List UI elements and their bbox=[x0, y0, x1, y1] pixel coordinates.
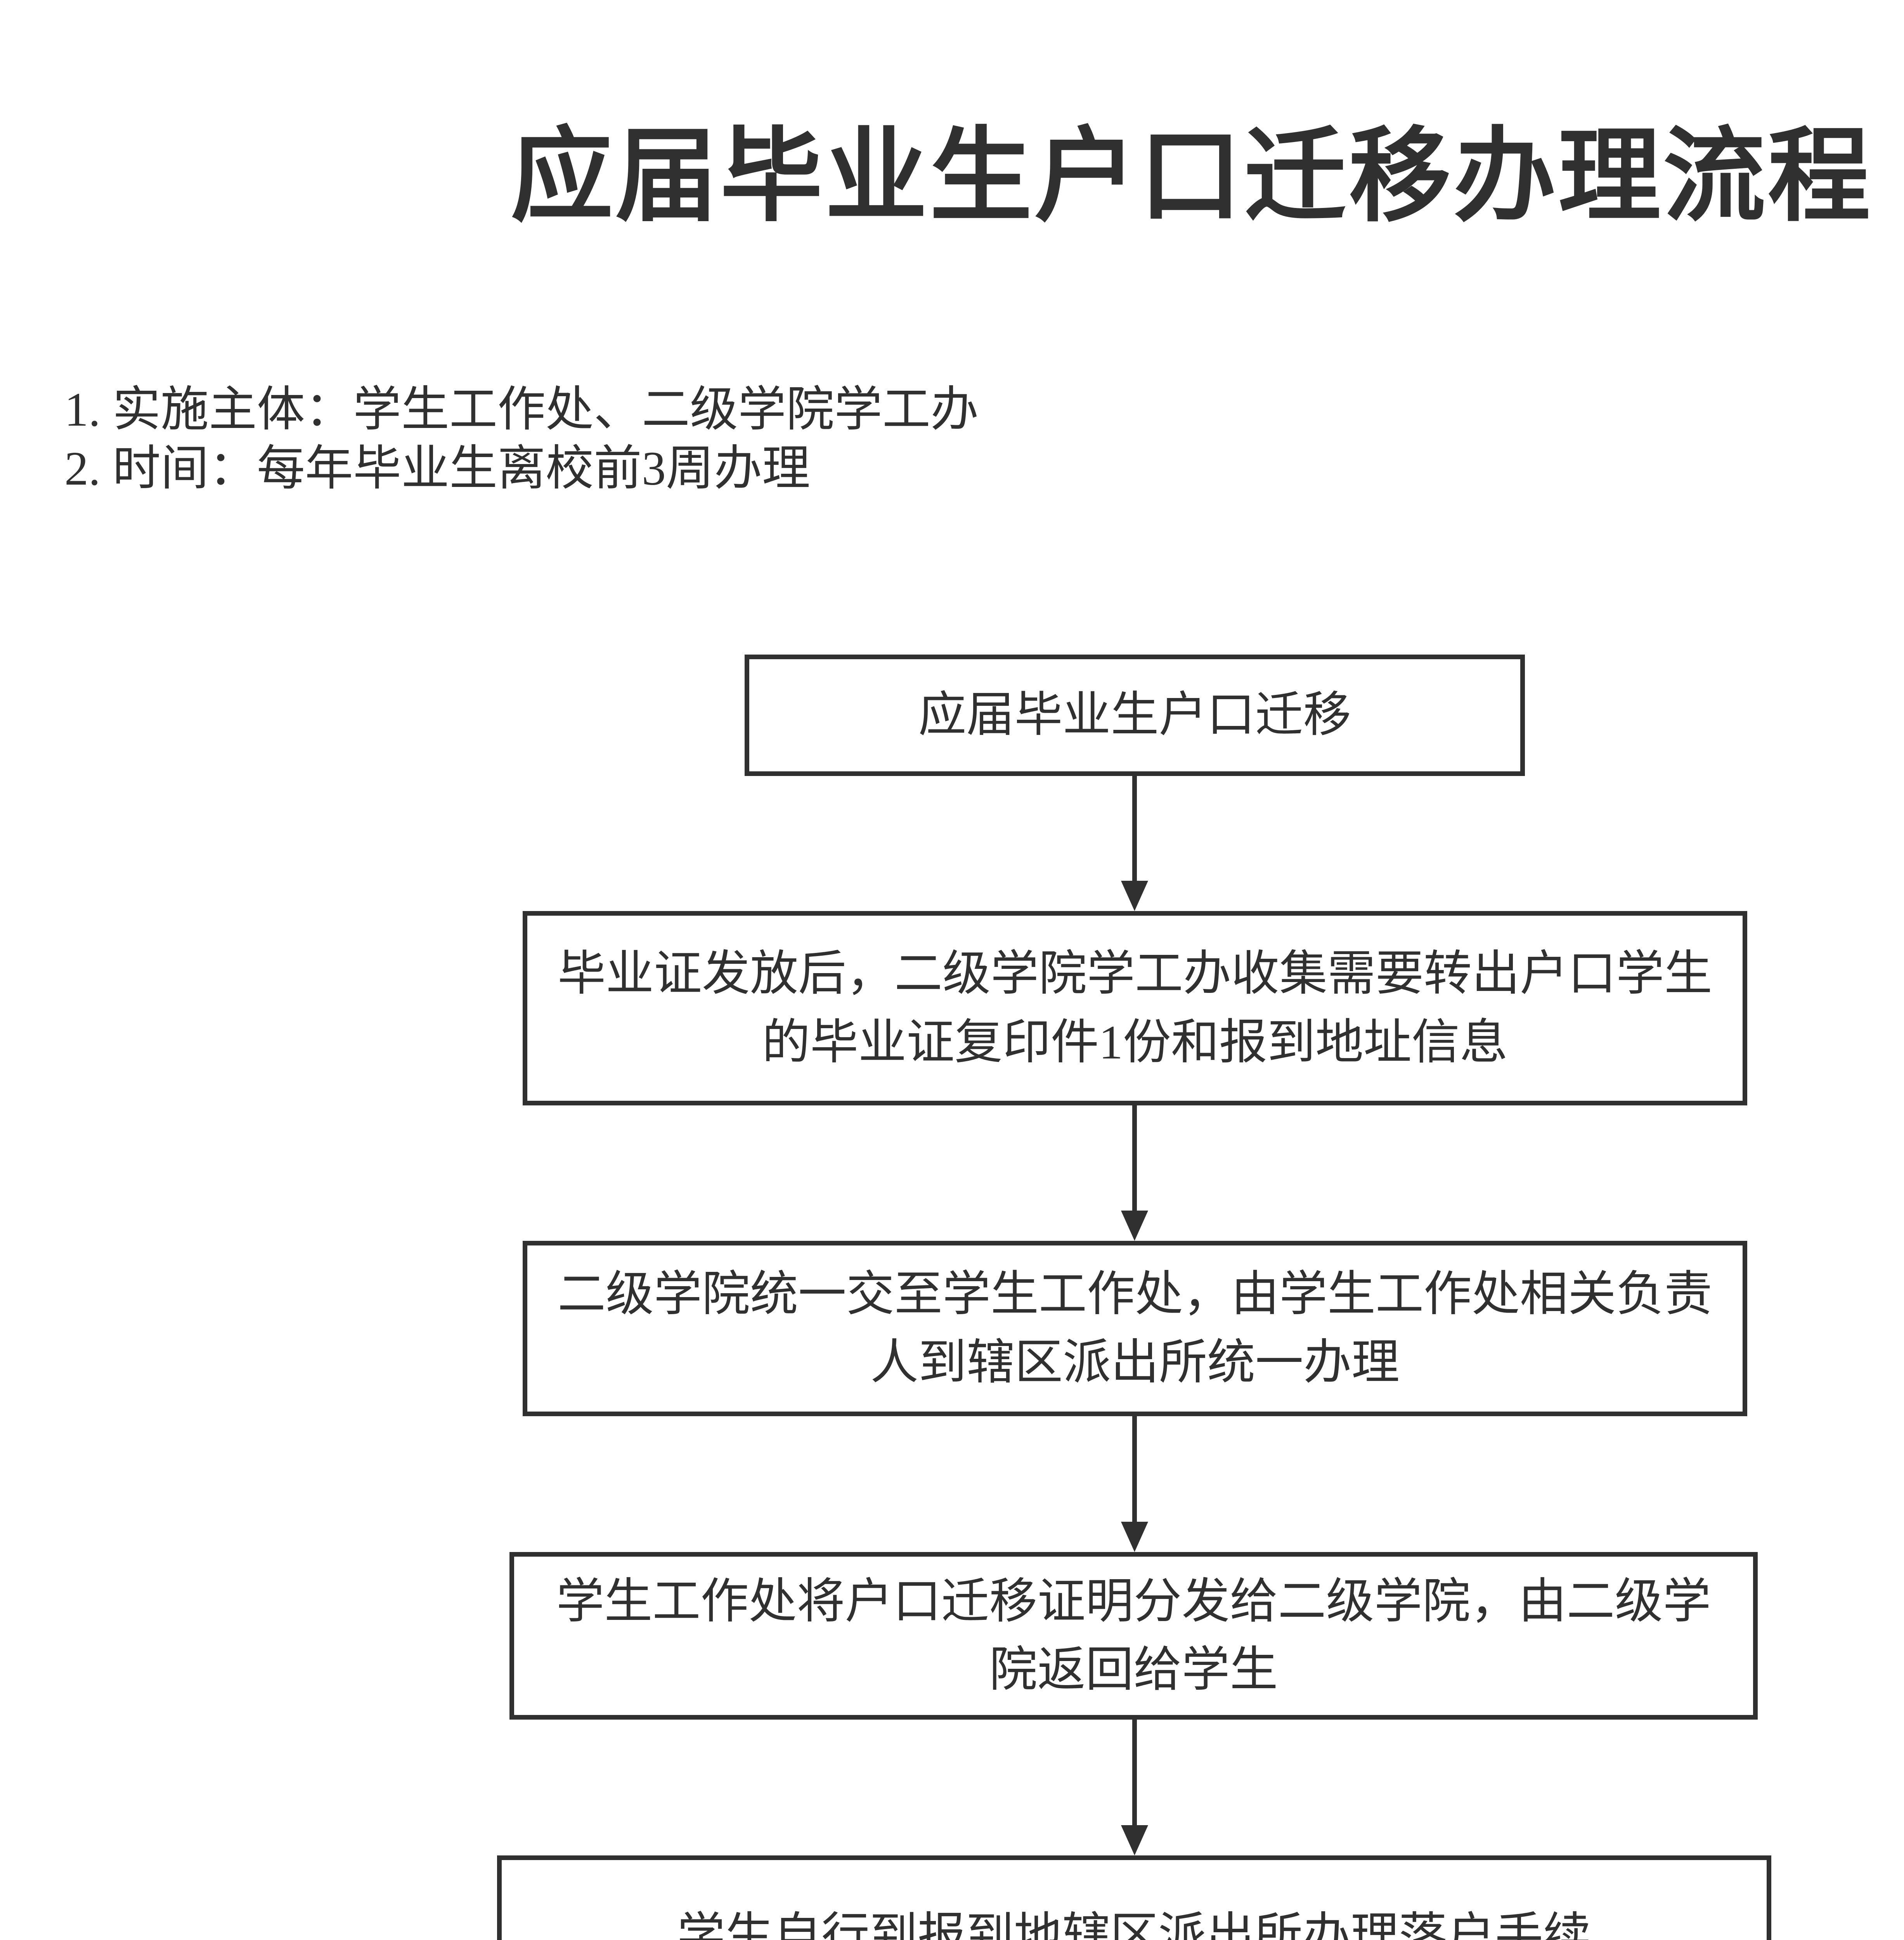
flow-box-start: 应届毕业生户口迁移 bbox=[745, 655, 1525, 776]
flow-box-end: 学生自行到报到地辖区派出所办理落户手续 bbox=[497, 1855, 1771, 1940]
page-title: 应届毕业生户口迁移办理流程 bbox=[511, 121, 1873, 234]
flow-box-step-1: 毕业证发放后，二级学院学工办收集需要转出户口学生 的毕业证复印件1份和报到地址信… bbox=[523, 911, 1747, 1105]
flow-connector-3 bbox=[1121, 1416, 1148, 1552]
arrow-down-icon bbox=[1121, 1522, 1148, 1552]
flow-connector-1 bbox=[1121, 776, 1148, 911]
arrow-shaft bbox=[1132, 1105, 1137, 1214]
notes-block: 1. 实施主体：学生工作处、二级学院学工办 2. 时间：每年毕业生离校前3周办理 bbox=[64, 380, 979, 498]
note-line-implementer: 1. 实施主体：学生工作处、二级学院学工办 bbox=[64, 383, 979, 436]
flow-connector-2 bbox=[1121, 1105, 1148, 1241]
arrow-down-icon bbox=[1121, 1825, 1148, 1855]
flow-box-step-1-label: 毕业证发放后，二级学院学工办收集需要转出户口学生 的毕业证复印件1份和报到地址信… bbox=[557, 947, 1712, 1069]
arrow-shaft bbox=[1132, 776, 1137, 884]
flow-box-step-2: 二级学院统一交至学生工作处，由学生工作处相关负责 人到辖区派出所统一办理 bbox=[523, 1241, 1747, 1416]
flow-box-step-3-label: 学生工作处将户口迁移证明分发给二级学院，由二级学 院返回给学生 bbox=[556, 1575, 1711, 1696]
flow-connector-4 bbox=[1121, 1720, 1148, 1855]
flow-box-end-label: 学生自行到报到地辖区派出所办理落户手续 bbox=[677, 1909, 1591, 1940]
arrow-shaft bbox=[1132, 1416, 1137, 1525]
flow-box-step-2-label: 二级学院统一交至学生工作处，由学生工作处相关负责 人到辖区派出所统一办理 bbox=[557, 1267, 1712, 1389]
flow-box-start-label: 应届毕业生户口迁移 bbox=[918, 688, 1351, 742]
arrow-shaft bbox=[1132, 1720, 1137, 1828]
arrow-down-icon bbox=[1121, 1211, 1148, 1241]
note-line-time: 2. 时间：每年毕业生离校前3周办理 bbox=[64, 442, 811, 495]
flow-box-step-3: 学生工作处将户口迁移证明分发给二级学院，由二级学 院返回给学生 bbox=[509, 1552, 1758, 1720]
arrow-down-icon bbox=[1121, 881, 1148, 911]
